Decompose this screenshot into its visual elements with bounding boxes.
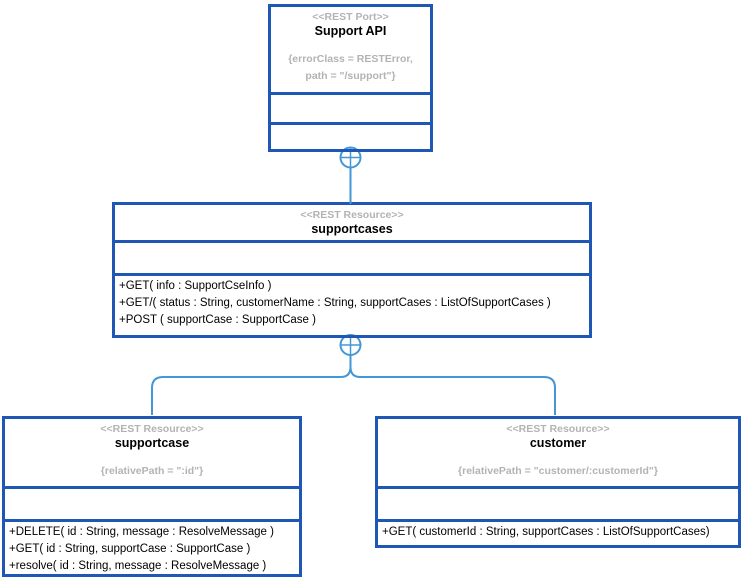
method-label: +DELETE( id : String, message : ResolveM… [9, 526, 274, 538]
method-label: +GET( id : String, supportCase : Support… [9, 543, 251, 555]
method-label: +resolve( id : String, message : Resolve… [9, 560, 267, 572]
node-customer[interactable]: <<REST Resource>> customer {relativePath… [375, 416, 741, 548]
node-title: customer [529, 436, 587, 450]
method-label: +GET( info : SupportCseInfo ) [119, 280, 272, 292]
stereotype-label: <<REST Port>> [312, 11, 389, 23]
edge-supportcases-customer [349, 366, 556, 415]
name-compartment: <<REST Resource>> supportcase {relativeP… [5, 419, 299, 486]
attributes-compartment [115, 240, 589, 273]
operations-compartment: +GET( customerId : String, supportCases … [378, 519, 738, 545]
stereotype-label: <<REST Resource>> [100, 423, 204, 435]
name-compartment: <<REST Resource>> supportcases [115, 205, 589, 240]
node-properties: {errorClass = RESTError, path = "/suppor… [288, 53, 413, 82]
method-label: +GET/( status : String, customerName : S… [119, 297, 551, 309]
edge-supportcases-supportcase [151, 348, 352, 415]
node-title: Support API [314, 24, 387, 38]
operations-compartment: +DELETE( id : String, message : ResolveM… [5, 519, 299, 574]
node-properties: {relativePath = ":id"} [100, 465, 204, 477]
attributes-compartment [5, 486, 299, 519]
node-properties: {relativePath = "customer/:customerId"} [458, 465, 658, 477]
containment-circle-plus-icon [339, 334, 362, 356]
method-label: +GET( customerId : String, supportCases … [382, 526, 710, 538]
method-label: +POST ( supportCase : SupportCase ) [119, 314, 316, 326]
stereotype-label: <<REST Resource>> [506, 423, 610, 435]
attributes-compartment [271, 92, 430, 122]
operations-compartment [271, 122, 430, 149]
name-compartment: <<REST Port>> Support API {errorClass = … [271, 7, 430, 92]
node-support-api[interactable]: <<REST Port>> Support API {errorClass = … [268, 4, 433, 152]
node-supportcase[interactable]: <<REST Resource>> supportcase {relativeP… [2, 416, 302, 577]
name-compartment: <<REST Resource>> customer {relativePath… [378, 419, 738, 486]
node-title: supportcase [114, 436, 190, 450]
stereotype-label: <<REST Resource>> [300, 209, 404, 221]
attributes-compartment [378, 486, 738, 519]
operations-compartment: +GET( info : SupportCseInfo ) +GET/( sta… [115, 273, 589, 335]
node-title: supportcases [311, 222, 393, 236]
node-supportcases[interactable]: <<REST Resource>> supportcases +GET( inf… [112, 202, 592, 338]
